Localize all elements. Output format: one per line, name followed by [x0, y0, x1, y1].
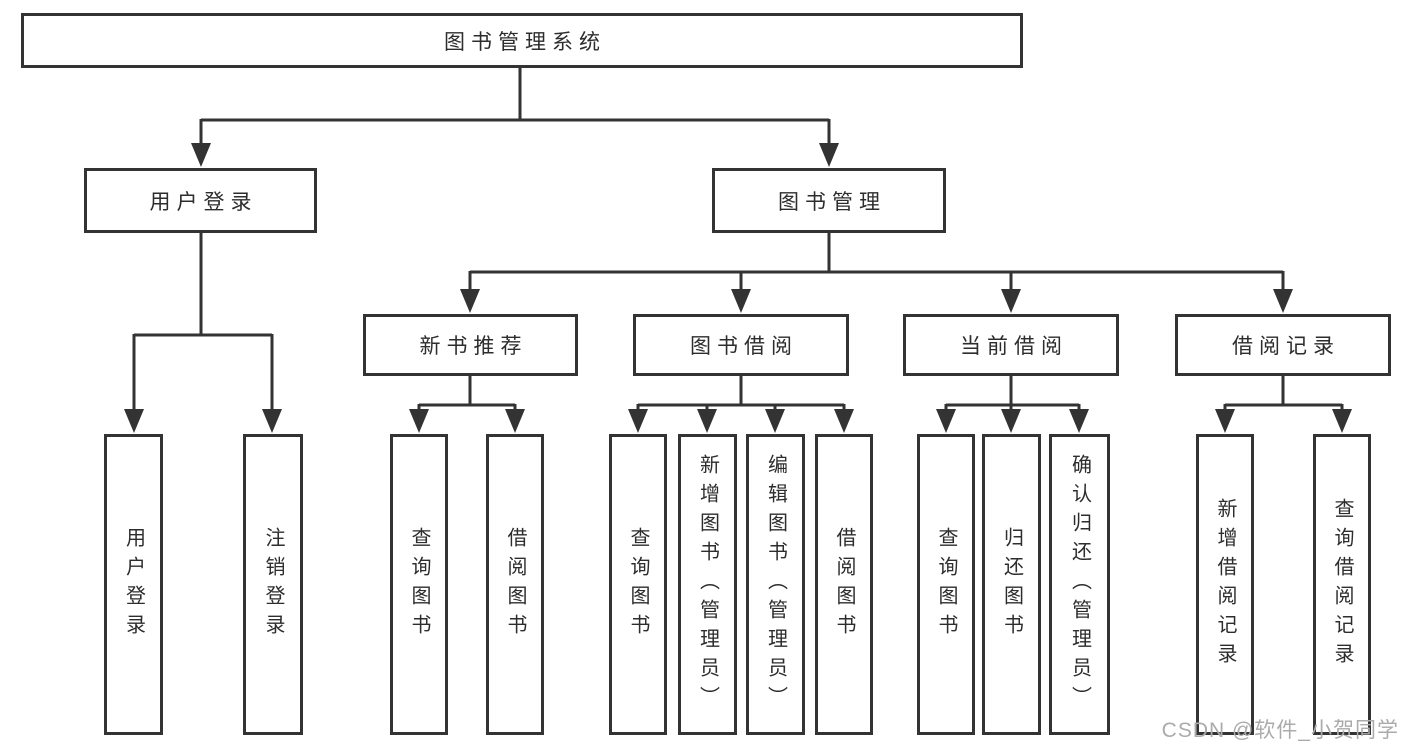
leaf-return-book: 归还图书 — [982, 434, 1041, 735]
node-book-borrow: 图书借阅 — [633, 314, 849, 376]
leaf-borrow-book-recommend-label: 借阅图书 — [504, 526, 526, 643]
node-user-login: 用户登录 — [84, 168, 317, 233]
leaf-return-book-label: 归还图书 — [1000, 526, 1023, 643]
leaf-query-book-recommend-label: 查询图书 — [408, 526, 430, 643]
leaf-query-book-current-label: 查询图书 — [935, 526, 957, 643]
leaf-user-login: 用户登录 — [104, 434, 163, 735]
leaf-query-book-borrow: 查询图书 — [609, 434, 667, 735]
leaf-edit-book-admin-label: 编辑图书（管理员） — [764, 454, 787, 715]
leaf-add-borrow-record: 新增借阅记录 — [1196, 434, 1254, 735]
csdn-watermark: CSDN @软件_小贺同学 — [1161, 719, 1399, 742]
leaf-borrow-book-label: 借阅图书 — [833, 526, 855, 643]
leaf-user-login-label: 用户登录 — [122, 526, 145, 643]
leaf-add-borrow-record-label: 新增借阅记录 — [1214, 497, 1236, 672]
leaf-logout-label: 注销登录 — [262, 526, 284, 643]
leaf-confirm-return-admin-label: 确认归还（管理员） — [1068, 454, 1091, 715]
leaf-add-book-admin-label: 新增图书（管理员） — [696, 454, 719, 715]
node-new-book-recommend: 新书推荐 — [363, 314, 578, 376]
leaf-edit-book-admin: 编辑图书（管理员） — [746, 434, 805, 735]
leaf-borrow-book-recommend: 借阅图书 — [486, 434, 544, 735]
node-book-management: 图书管理 — [712, 168, 946, 233]
leaf-logout: 注销登录 — [243, 434, 303, 735]
leaf-confirm-return-admin: 确认归还（管理员） — [1049, 434, 1110, 735]
leaf-query-book-borrow-label: 查询图书 — [627, 526, 649, 643]
arrowheads — [124, 143, 1352, 433]
leaf-query-book-current: 查询图书 — [917, 434, 975, 735]
leaf-query-book-recommend: 查询图书 — [390, 434, 448, 735]
leaf-query-borrow-record: 查询借阅记录 — [1313, 434, 1371, 735]
leaf-borrow-book: 借阅图书 — [815, 434, 873, 735]
leaf-query-borrow-record-label: 查询借阅记录 — [1331, 497, 1353, 672]
node-root: 图书管理系统 — [21, 13, 1023, 68]
node-current-borrow: 当前借阅 — [903, 314, 1119, 376]
node-borrow-records: 借阅记录 — [1175, 314, 1391, 376]
leaf-add-book-admin: 新增图书（管理员） — [678, 434, 737, 735]
